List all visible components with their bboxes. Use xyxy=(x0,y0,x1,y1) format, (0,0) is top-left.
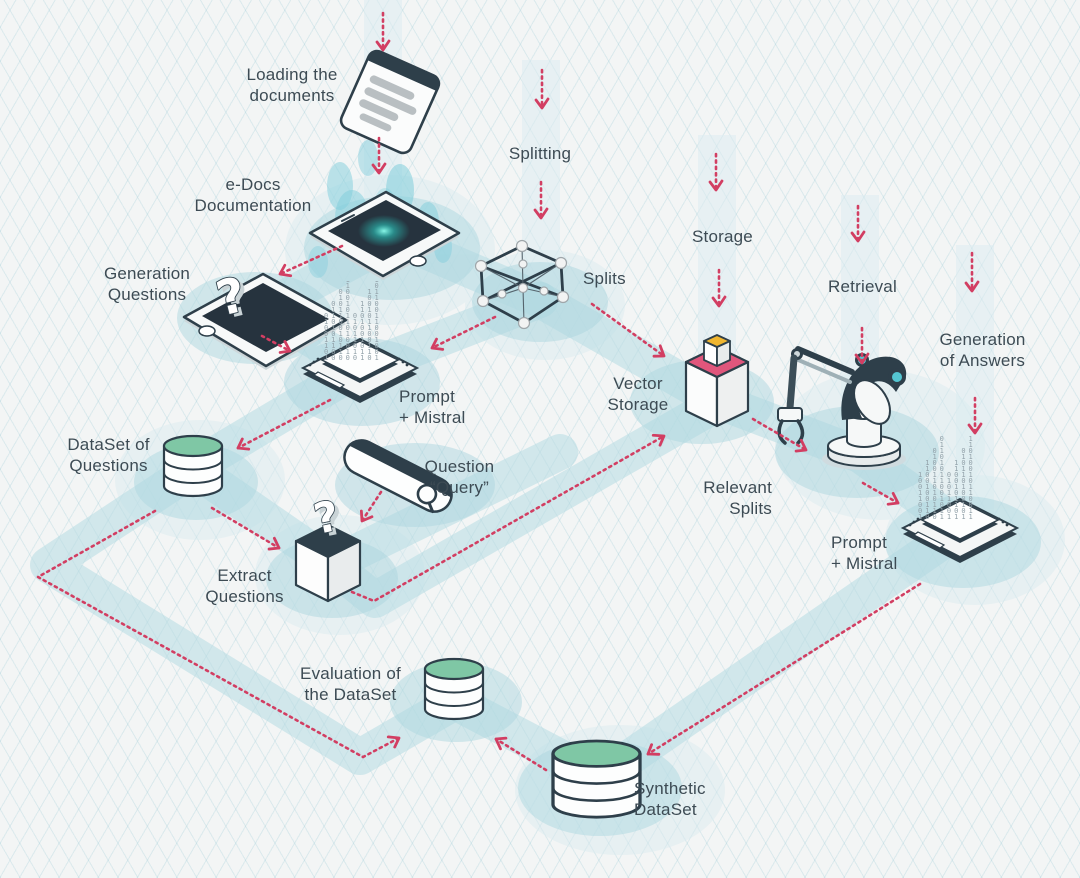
arrow-genphone-to-chip1 xyxy=(260,334,292,354)
label-relevant-splits: Relevant Splits xyxy=(703,478,772,519)
label-evaluation-dataset: Evaluation of the DataSet xyxy=(300,664,401,705)
label-prompt-mistral-1: Prompt + Mistral xyxy=(399,387,466,428)
label-storage: Storage xyxy=(692,227,753,246)
arrow-chip1-to-dataset xyxy=(236,398,332,451)
label-splitting: Splitting xyxy=(508,144,572,163)
label-splits: Splits xyxy=(583,269,626,288)
question-mark-icon: ? ? xyxy=(309,490,349,547)
arrow-phone-to-genphone xyxy=(278,244,344,278)
label-vector-storage: Vector Storage xyxy=(607,374,669,415)
arrow-query-to-extract xyxy=(359,490,383,523)
arrow-vector-to-robot xyxy=(751,417,808,453)
label-generation-questions: Generation Questions xyxy=(103,264,191,305)
query-search-pill-icon xyxy=(343,439,453,514)
arrow-synthetic-to-eval xyxy=(494,736,548,772)
arrow-splits-to-chip1 xyxy=(430,315,497,351)
label-extract-questions: Extract Questions xyxy=(205,566,284,607)
splits-network-icon xyxy=(474,239,570,330)
label-edocs-documentation: e-Docs Documentation xyxy=(194,175,312,216)
arrow-splits-to-vector xyxy=(590,302,666,358)
label-retrieval: Retrieval xyxy=(828,277,897,296)
arrow-extract-to-vector xyxy=(350,433,666,603)
label-prompt-mistral-2: Prompt + Mistral xyxy=(831,533,898,574)
flow-arrows xyxy=(35,11,983,772)
document-icon xyxy=(339,49,441,155)
label-question-query: Question “Query” xyxy=(424,457,495,498)
label-generation-answers: Generation of Answers xyxy=(939,330,1026,371)
evaluation-db-icon xyxy=(423,657,485,721)
edocs-phone-icon xyxy=(308,190,461,280)
arrow-dataset-to-extract xyxy=(210,506,281,551)
vector-storage-icon xyxy=(684,334,750,428)
arrow-robot-to-chip2 xyxy=(861,481,900,506)
label-dataset-questions: DataSet of Questions xyxy=(67,435,150,476)
arrow-chip2-to-synthetic xyxy=(646,582,922,756)
synthetic-db-icon xyxy=(551,739,642,819)
label-loading-documents: Loading the documents xyxy=(246,65,338,106)
label-synthetic-dataset: Synthetic DataSet xyxy=(634,779,706,820)
extract-questions-box-icon: ? ? xyxy=(294,490,362,603)
arrow-dataset-to-eval-loop xyxy=(35,509,401,759)
